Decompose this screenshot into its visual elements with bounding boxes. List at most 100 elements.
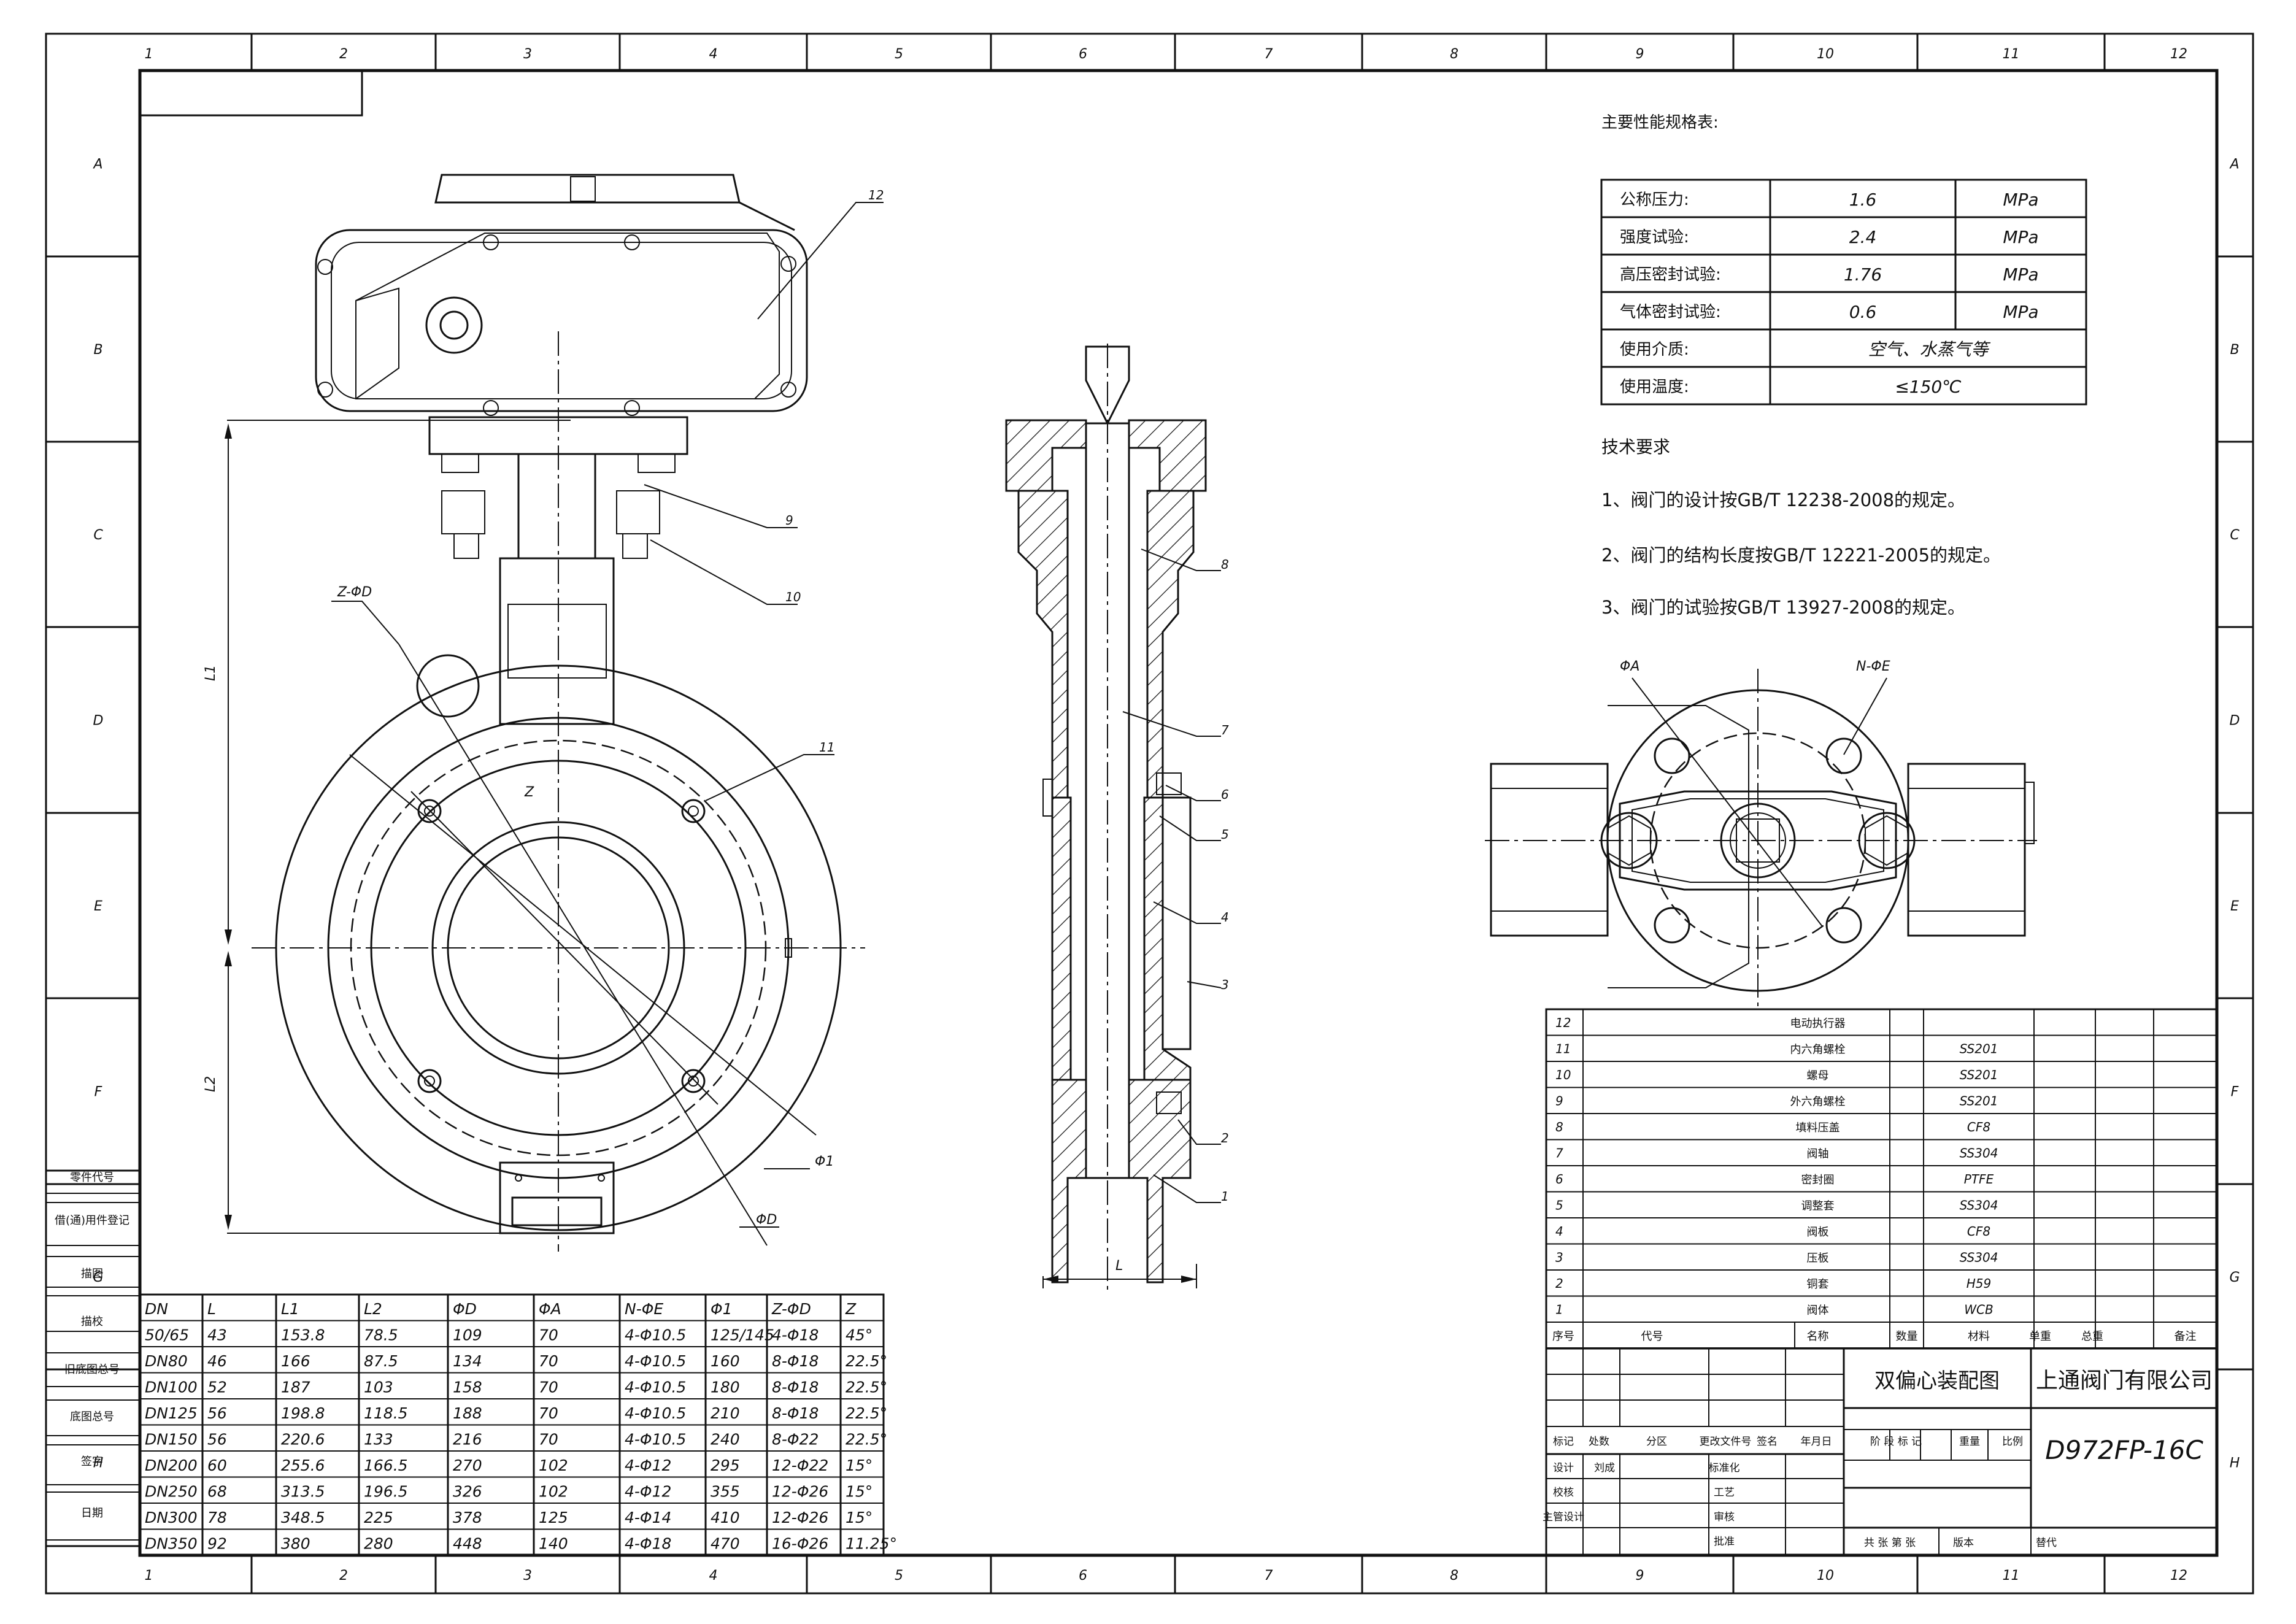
spec-label: 强度试验: [1620, 228, 1689, 247]
dims-cell: 4-Φ10.5 [625, 1352, 686, 1370]
dims-cell: 60 [207, 1457, 227, 1474]
dims-cell: 52 [207, 1379, 227, 1396]
bom-header: 单重 [2029, 1330, 2051, 1343]
grid-row-left-G: G [93, 1270, 103, 1285]
record-label: 描图 [81, 1268, 103, 1280]
callout-7: 7 [1221, 723, 1229, 737]
dims-cell: 22.5° [846, 1404, 887, 1422]
grid-col-bottom-6: 6 [1079, 1568, 1087, 1584]
grid-col-bottom-4: 4 [709, 1568, 718, 1584]
dims-cell: DN350 [145, 1535, 198, 1553]
rev-header: 更改文件号 [1700, 1436, 1752, 1448]
dims-cell: 240 [711, 1431, 740, 1449]
bom-index: 10 [1555, 1068, 1571, 1082]
grid-col-bottom-5: 5 [895, 1568, 903, 1584]
grid-col-bottom-1: 1 [145, 1568, 153, 1584]
grid-row-left-F: F [94, 1085, 102, 1100]
bom-material: PTFE [1964, 1172, 1994, 1187]
dims-cell: 56 [207, 1404, 227, 1422]
dims-cell: 280 [364, 1535, 393, 1553]
spec-unit: MPa [2003, 264, 2038, 285]
dims-cell: 158 [453, 1379, 482, 1396]
dims-cell: 102 [539, 1483, 568, 1501]
callout-8: 8 [1221, 557, 1229, 572]
dims-cell: 255.6 [281, 1457, 325, 1474]
bom-material: CF8 [1967, 1224, 1990, 1239]
record-label: 借(通)用件登记 [55, 1214, 129, 1227]
grid-col-top-8: 8 [1450, 47, 1458, 62]
designer-name: 刘成 [1594, 1462, 1615, 1474]
bom-index: 3 [1555, 1250, 1563, 1265]
dims-cell: 70 [539, 1326, 558, 1344]
dims-cell: 11.25° [846, 1535, 897, 1553]
callout-z: Z [524, 785, 534, 800]
bom-header: 名称 [1807, 1330, 1829, 1343]
bom-header: 数量 [1896, 1330, 1918, 1343]
bom-name: 电动执行器 [1790, 1017, 1846, 1030]
callout-6: 6 [1221, 787, 1229, 802]
grid-col-top-11: 11 [2003, 47, 2020, 62]
dims-cell: 4-Φ10.5 [625, 1326, 686, 1344]
dims-cell: 4-Φ14 [625, 1509, 671, 1526]
dims-cell: 378 [453, 1509, 482, 1526]
bom-header: 代号 [1641, 1330, 1663, 1343]
dims-header: ΦA [539, 1300, 561, 1318]
dims-cell: 70 [539, 1431, 558, 1449]
bom-index: 11 [1555, 1042, 1571, 1056]
dim-l1: L1 [203, 665, 218, 681]
dims-cell: 16-Φ26 [772, 1535, 828, 1553]
grid-col-top-10: 10 [1817, 47, 1834, 62]
bom-material: WCB [1964, 1303, 1993, 1317]
dims-cell: 216 [453, 1431, 482, 1449]
grid-row-right-A: A [2229, 157, 2239, 172]
record-label: 旧底图总号 [64, 1363, 120, 1376]
dims-cell: 109 [453, 1326, 482, 1344]
front-view-callouts: 12 9 10 11 Z-ΦD Z Φ1 ΦD L1 L2 [203, 188, 884, 1228]
dims-cell: 50/65 [145, 1326, 189, 1344]
grid-row-right-C: C [2230, 528, 2240, 543]
record-label: 日期 [81, 1507, 103, 1520]
top-view [1485, 669, 2037, 1006]
spec-value: 空气、水蒸气等 [1868, 339, 1990, 360]
dims-cell: 70 [539, 1352, 558, 1370]
dims-cell: 102 [539, 1457, 568, 1474]
grid-col-bottom-11: 11 [2003, 1568, 2020, 1584]
spec-value: 2.4 [1849, 227, 1877, 247]
dims-cell: 180 [711, 1379, 740, 1396]
tech-title: 技术要求 [1601, 437, 1670, 457]
section-view [1005, 344, 1222, 1295]
grid-col-bottom-8: 8 [1450, 1568, 1458, 1584]
bom-name: 铜套 [1807, 1278, 1829, 1291]
role-label: 校核 [1553, 1487, 1574, 1499]
grid-row-left-B: B [93, 342, 102, 358]
callout-z-phid: Z-ΦD [337, 585, 372, 600]
dims-cell: 92 [207, 1535, 227, 1553]
bom-material: SS304 [1960, 1250, 1998, 1265]
dims-cell: 220.6 [281, 1431, 325, 1449]
bom-material: SS201 [1960, 1068, 1998, 1082]
bom-index: 8 [1555, 1120, 1563, 1134]
company-name: 上通阀门有限公司 [2036, 1368, 2213, 1393]
sheet-count: 共 张 第 张 [1864, 1537, 1916, 1549]
callout-phi1: Φ1 [815, 1154, 834, 1169]
bom-index: 7 [1555, 1146, 1563, 1161]
dim-l: L [1115, 1258, 1123, 1274]
dims-cell: 188 [453, 1404, 482, 1422]
replaces-label: 替代 [2036, 1537, 2057, 1549]
callout-12: 12 [868, 188, 884, 202]
callout-n-phie: N-ΦE [1856, 659, 1890, 674]
dims-cell: 78.5 [364, 1326, 398, 1344]
role-label: 设计 [1553, 1462, 1574, 1474]
grid-row-right-D: D [2230, 714, 2240, 729]
grid-col-bottom-3: 3 [523, 1568, 532, 1584]
grid-row-left-E: E [94, 899, 102, 914]
dims-cell: 4-Φ10.5 [625, 1404, 686, 1422]
record-label: 零件代号 [70, 1171, 114, 1184]
dims-cell: 270 [453, 1457, 482, 1474]
spec-value: ≤150℃ [1895, 377, 1962, 397]
dims-cell: 12-Φ22 [772, 1457, 828, 1474]
